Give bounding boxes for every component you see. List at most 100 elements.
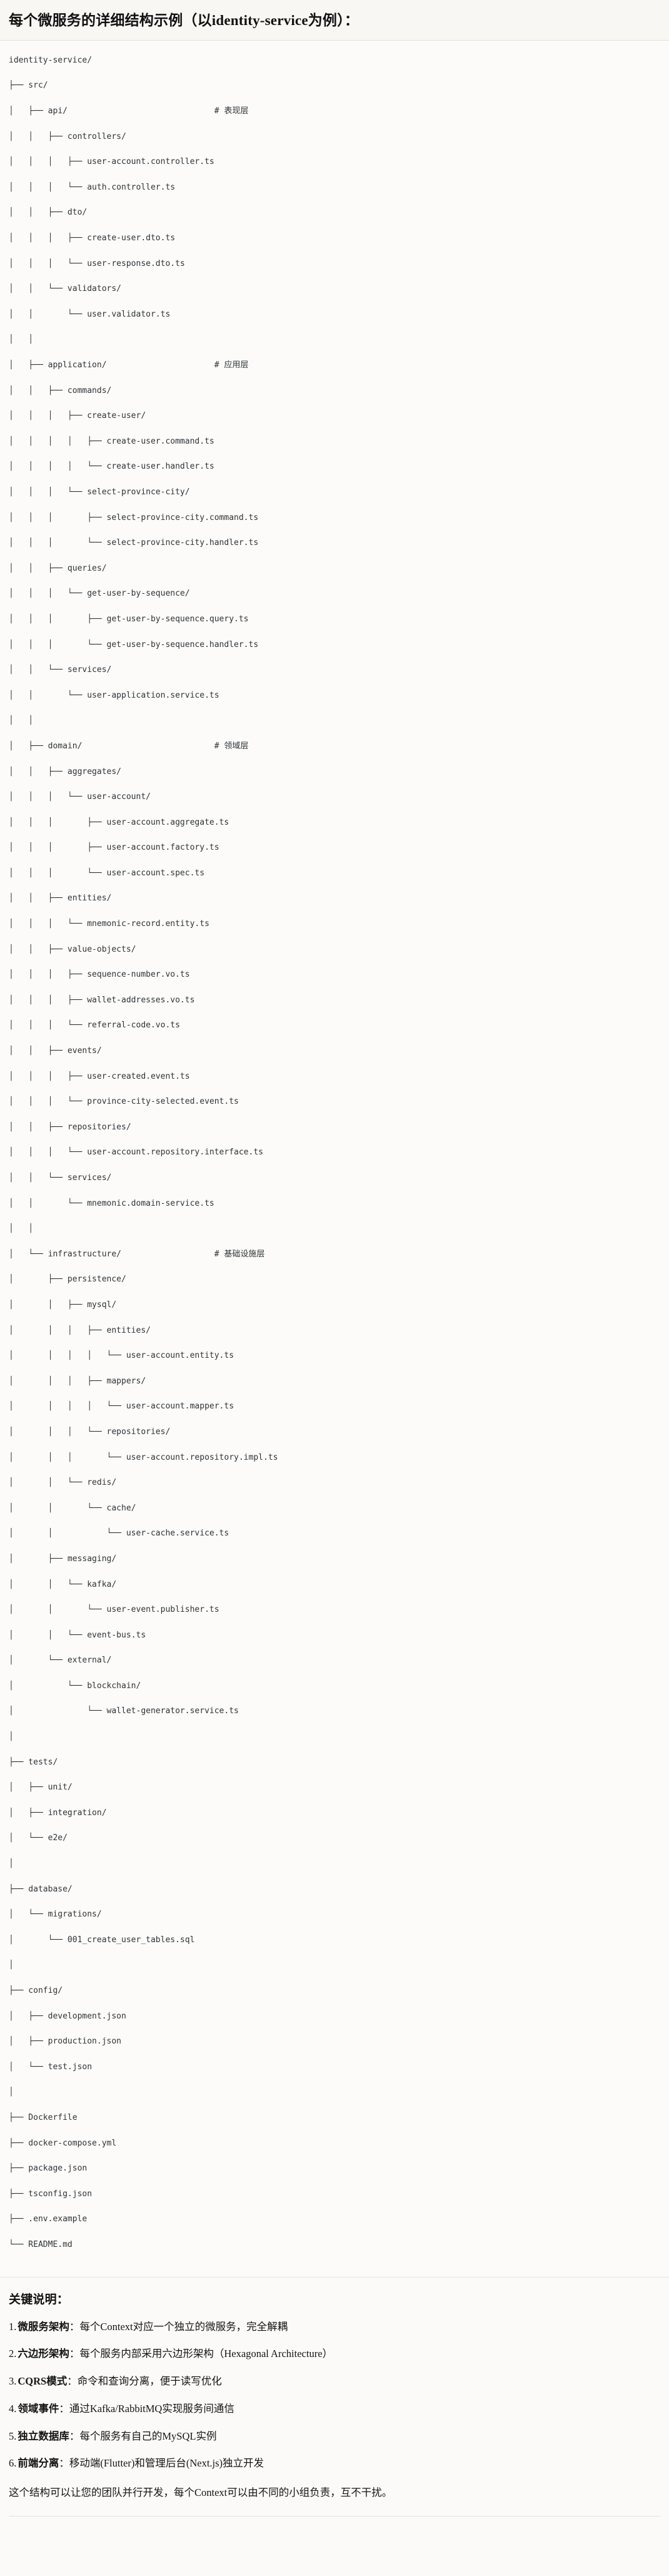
tree-line: │ └── infrastructure/ # 基础设施层 — [9, 1249, 265, 1259]
tree-line: │ │ │ └── user-account.repository.interf… — [9, 1148, 263, 1158]
tree-line: ├── config/ — [9, 1986, 63, 1996]
key-point-item: 6.前端分离：移动端(Flutter)和管理后台(Next.js)独立开发 — [9, 2456, 660, 2472]
tree-line: │ │ — [9, 1224, 34, 1234]
key-point-term: 前端分离 — [18, 2457, 59, 2470]
tree-line: │ │ │ └── get-user-by-sequence/ — [9, 589, 190, 599]
tree-line: │ │ └── event-bus.ts — [9, 1630, 146, 1640]
tree-line: │ │ │ └── select-province-city/ — [9, 487, 190, 497]
key-point-number: 1. — [9, 2320, 17, 2333]
tree-line: │ │ │ ├── create-user/ — [9, 411, 146, 421]
tree-line: │ │ │ ├── get-user-by-sequence.query.ts — [9, 614, 249, 624]
key-point-description: 每个Context对应一个独立的微服务，完全解耦 — [79, 2320, 288, 2333]
key-points-heading: 关键说明： — [9, 2293, 69, 2306]
tree-line: │ │ — [9, 335, 34, 345]
tree-line: ├── package.json — [9, 2164, 88, 2174]
tree-line: │ ├── api/ # 表现层 — [9, 106, 249, 116]
tree-line: │ ├── unit/ — [9, 1783, 73, 1793]
tree-layer-comment: # 领域层 — [214, 741, 249, 751]
key-point-term: 领域事件 — [18, 2402, 59, 2415]
tree-line: ├── docker-compose.yml — [9, 2138, 117, 2148]
tree-line: │ │ │ ├── mappers/ — [9, 1376, 146, 1386]
tree-line: │ │ └── cache/ — [9, 1503, 136, 1513]
tree-line: │ │ │ │ └── user-account.mapper.ts — [9, 1402, 234, 1412]
tree-line: │ └── e2e/ — [9, 1833, 68, 1843]
document-header: 每个微服务的详细结构示例（以identity-service为例）： — [0, 0, 669, 41]
tree-line: │ │ │ └── auth.controller.ts — [9, 182, 176, 192]
directory-tree-block: identity-service/ ├── src/ │ ├── api/ # … — [0, 40, 669, 2278]
tree-line: ├── tsconfig.json — [9, 2189, 93, 2199]
tree-line: │ │ │ └── repositories/ — [9, 1427, 171, 1437]
key-point-number: 5. — [9, 2430, 17, 2442]
tree-line: └── README.md — [9, 2239, 73, 2249]
tree-line: │ │ │ ├── create-user.dto.ts — [9, 233, 176, 243]
tree-line: │ │ │ │ └── create-user.handler.ts — [9, 462, 214, 472]
key-point-item: 3.CQRS模式：命令和查询分离，便于读写优化 — [9, 2374, 660, 2390]
key-point-term: CQRS模式 — [18, 2375, 68, 2388]
key-point-separator: ： — [69, 2320, 80, 2333]
key-point-separator: ： — [59, 2402, 69, 2415]
tree-line: │ │ │ └── user-response.dto.ts — [9, 258, 185, 268]
tree-line: ├── tests/ — [9, 1757, 58, 1767]
tree-line: │ └── migrations/ — [9, 1910, 102, 1920]
tree-line: │ │ │ └── user-account/ — [9, 792, 151, 802]
key-point-separator: ： — [69, 2430, 80, 2442]
key-point-separator: ： — [67, 2375, 78, 2388]
tree-line: │ │ ├── value-objects/ — [9, 944, 136, 954]
key-point-number: 3. — [9, 2375, 17, 2388]
tree-line: │ — [9, 2087, 14, 2097]
tree-line: │ │ └── user-application.service.ts — [9, 690, 219, 700]
directory-tree: identity-service/ ├── src/ │ ├── api/ # … — [9, 54, 660, 2264]
key-point-number: 2. — [9, 2348, 17, 2360]
tree-line: │ │ │ ├── select-province-city.command.t… — [9, 512, 259, 522]
page-title: 每个微服务的详细结构示例（以identity-service为例）： — [9, 13, 360, 28]
tree-line: │ │ │ └── mnemonic-record.entity.ts — [9, 919, 209, 929]
key-point-description: 通过Kafka/RabbitMQ实现服务间通信 — [69, 2402, 234, 2415]
tree-line: │ │ └── mnemonic.domain-service.ts — [9, 1198, 214, 1208]
tree-line: │ │ ├── commands/ — [9, 385, 112, 395]
tree-line: │ └── external/ — [9, 1656, 112, 1666]
tree-line: │ │ ├── repositories/ — [9, 1122, 131, 1132]
tree-line: │ │ └── services/ — [9, 665, 112, 675]
tree-line: │ │ └── user-event.publisher.ts — [9, 1605, 219, 1615]
tree-line: │ │ │ ├── user-created.event.ts — [9, 1071, 190, 1081]
tree-layer-comment: # 基础设施层 — [214, 1249, 265, 1259]
tree-line: ├── database/ — [9, 1884, 73, 1894]
tree-line: │ │ └── user-cache.service.ts — [9, 1529, 229, 1539]
tree-line: │ │ │ │ └── user-account.entity.ts — [9, 1351, 234, 1361]
key-point-description: 移动端(Flutter)和管理后台(Next.js)独立开发 — [69, 2457, 264, 2470]
tree-line: │ │ │ ├── user-account.aggregate.ts — [9, 817, 229, 827]
tree-line: │ │ │ └── user-account.repository.impl.t… — [9, 1452, 278, 1462]
tree-line: │ └── blockchain/ — [9, 1681, 141, 1691]
tree-layer-comment: # 表现层 — [214, 106, 249, 116]
tree-line: ├── Dockerfile — [9, 2112, 78, 2122]
tree-line: │ │ │ └── get-user-by-sequence.handler.t… — [9, 639, 259, 649]
tree-line: │ │ │ ├── user-account.factory.ts — [9, 843, 219, 853]
tree-line: │ └── test.json — [9, 2062, 93, 2072]
tree-layer-comment: # 应用层 — [214, 360, 249, 370]
tree-line: │ │ └── services/ — [9, 1173, 112, 1183]
tree-line: │ │ ├── queries/ — [9, 563, 107, 573]
tree-line: │ ├── persistence/ — [9, 1275, 126, 1285]
tree-line: │ │ └── user.validator.ts — [9, 309, 171, 319]
tree-line: │ — [9, 1960, 14, 1970]
key-point-description: 每个服务有自己的MySQL实例 — [79, 2430, 217, 2442]
key-point-separator: ： — [59, 2457, 69, 2470]
key-point-number: 6. — [9, 2457, 17, 2470]
tree-line: │ │ └── kafka/ — [9, 1579, 117, 1589]
key-point-term: 六边形架构 — [18, 2348, 69, 2360]
key-point-term: 微服务架构 — [18, 2320, 69, 2333]
tree-line: │ │ ├── events/ — [9, 1046, 102, 1056]
key-point-description: 命令和查询分离，便于读写优化 — [77, 2375, 222, 2388]
tree-line: │ — [9, 1859, 14, 1869]
key-point-item: 4.领域事件：通过Kafka/RabbitMQ实现服务间通信 — [9, 2401, 660, 2417]
tree-line: │ └── wallet-generator.service.ts — [9, 1706, 239, 1716]
key-point-number: 4. — [9, 2402, 17, 2415]
key-point-term: 独立数据库 — [18, 2430, 69, 2442]
key-point-description: 每个服务内部采用六边形架构（Hexagonal Architecture） — [79, 2348, 333, 2360]
closing-paragraph: 这个结构可以让您的团队并行开发，每个Context可以由不同的小组负责，互不干扰… — [9, 2487, 393, 2499]
key-point-separator: ： — [69, 2348, 80, 2360]
tree-line: │ │ ├── entities/ — [9, 893, 112, 904]
tree-line: │ └── 001_create_user_tables.sql — [9, 1935, 195, 1945]
